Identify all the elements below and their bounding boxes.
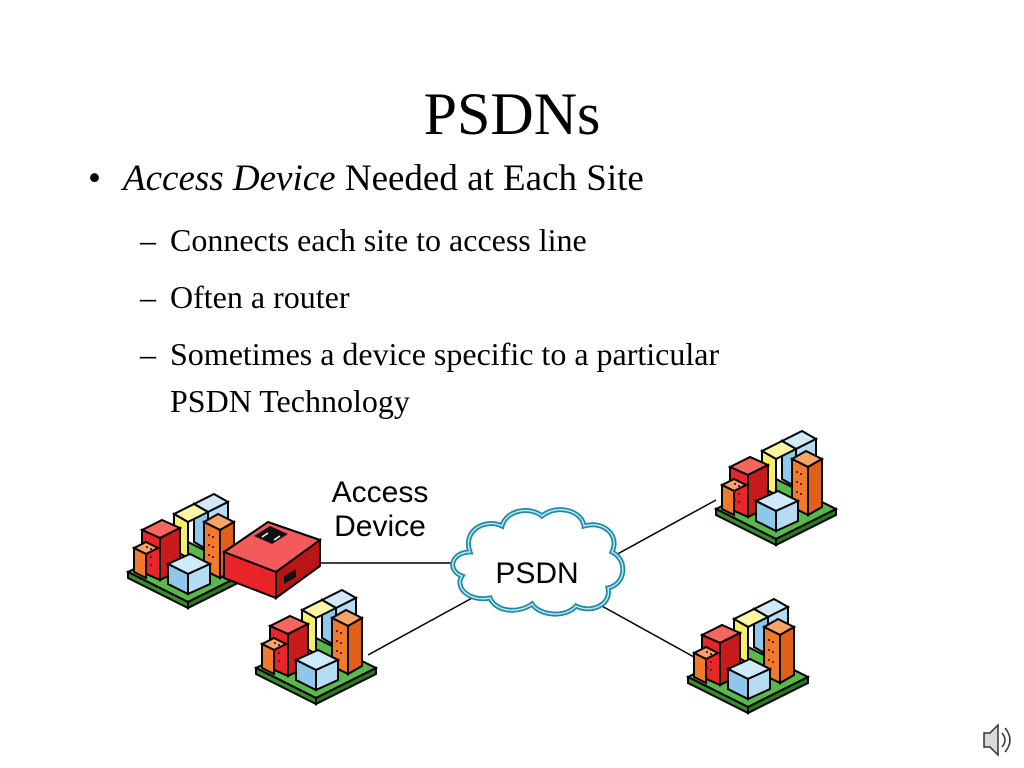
connection-lines <box>300 499 717 658</box>
access-device-icon <box>221 520 323 600</box>
site-building-icon <box>687 598 809 714</box>
sub-bullet: – Sometimes a device specific to a parti… <box>140 334 720 374</box>
sub-bullet-marker: – <box>140 222 156 258</box>
access-device-label-line2: Device <box>334 510 426 543</box>
bullet-marker: • <box>88 158 101 199</box>
sub-bullet-continuation: PSDN Technology <box>170 381 410 421</box>
sub-bullet-text: Sometimes a device specific to a particu… <box>170 336 720 372</box>
psdn-cloud-icon <box>450 507 626 617</box>
speaker-icon[interactable] <box>983 723 1011 757</box>
sub-bullet-text: Often a router <box>170 279 350 315</box>
sub-bullet: – Often a router <box>140 277 350 317</box>
site-building-icon <box>715 430 837 546</box>
cloud-label: PSDN <box>495 557 578 590</box>
main-bullet: • Access Device Needed at Each Site <box>88 157 644 201</box>
bullet-text: Needed at Each Site <box>335 158 644 199</box>
bullet-italic-text: Access Device <box>123 158 336 199</box>
sub-bullet: – Connects each site to access line <box>140 220 587 260</box>
slide-title: PSDNs <box>423 81 601 147</box>
sub-bullet-marker: – <box>140 279 156 315</box>
access-device-label-line1: Access <box>332 476 429 509</box>
sub-bullet-text: PSDN Technology <box>170 383 410 419</box>
sub-bullet-text: Connects each site to access line <box>170 222 587 258</box>
site-building-icon <box>255 589 377 705</box>
sub-bullet-marker: – <box>140 336 156 372</box>
